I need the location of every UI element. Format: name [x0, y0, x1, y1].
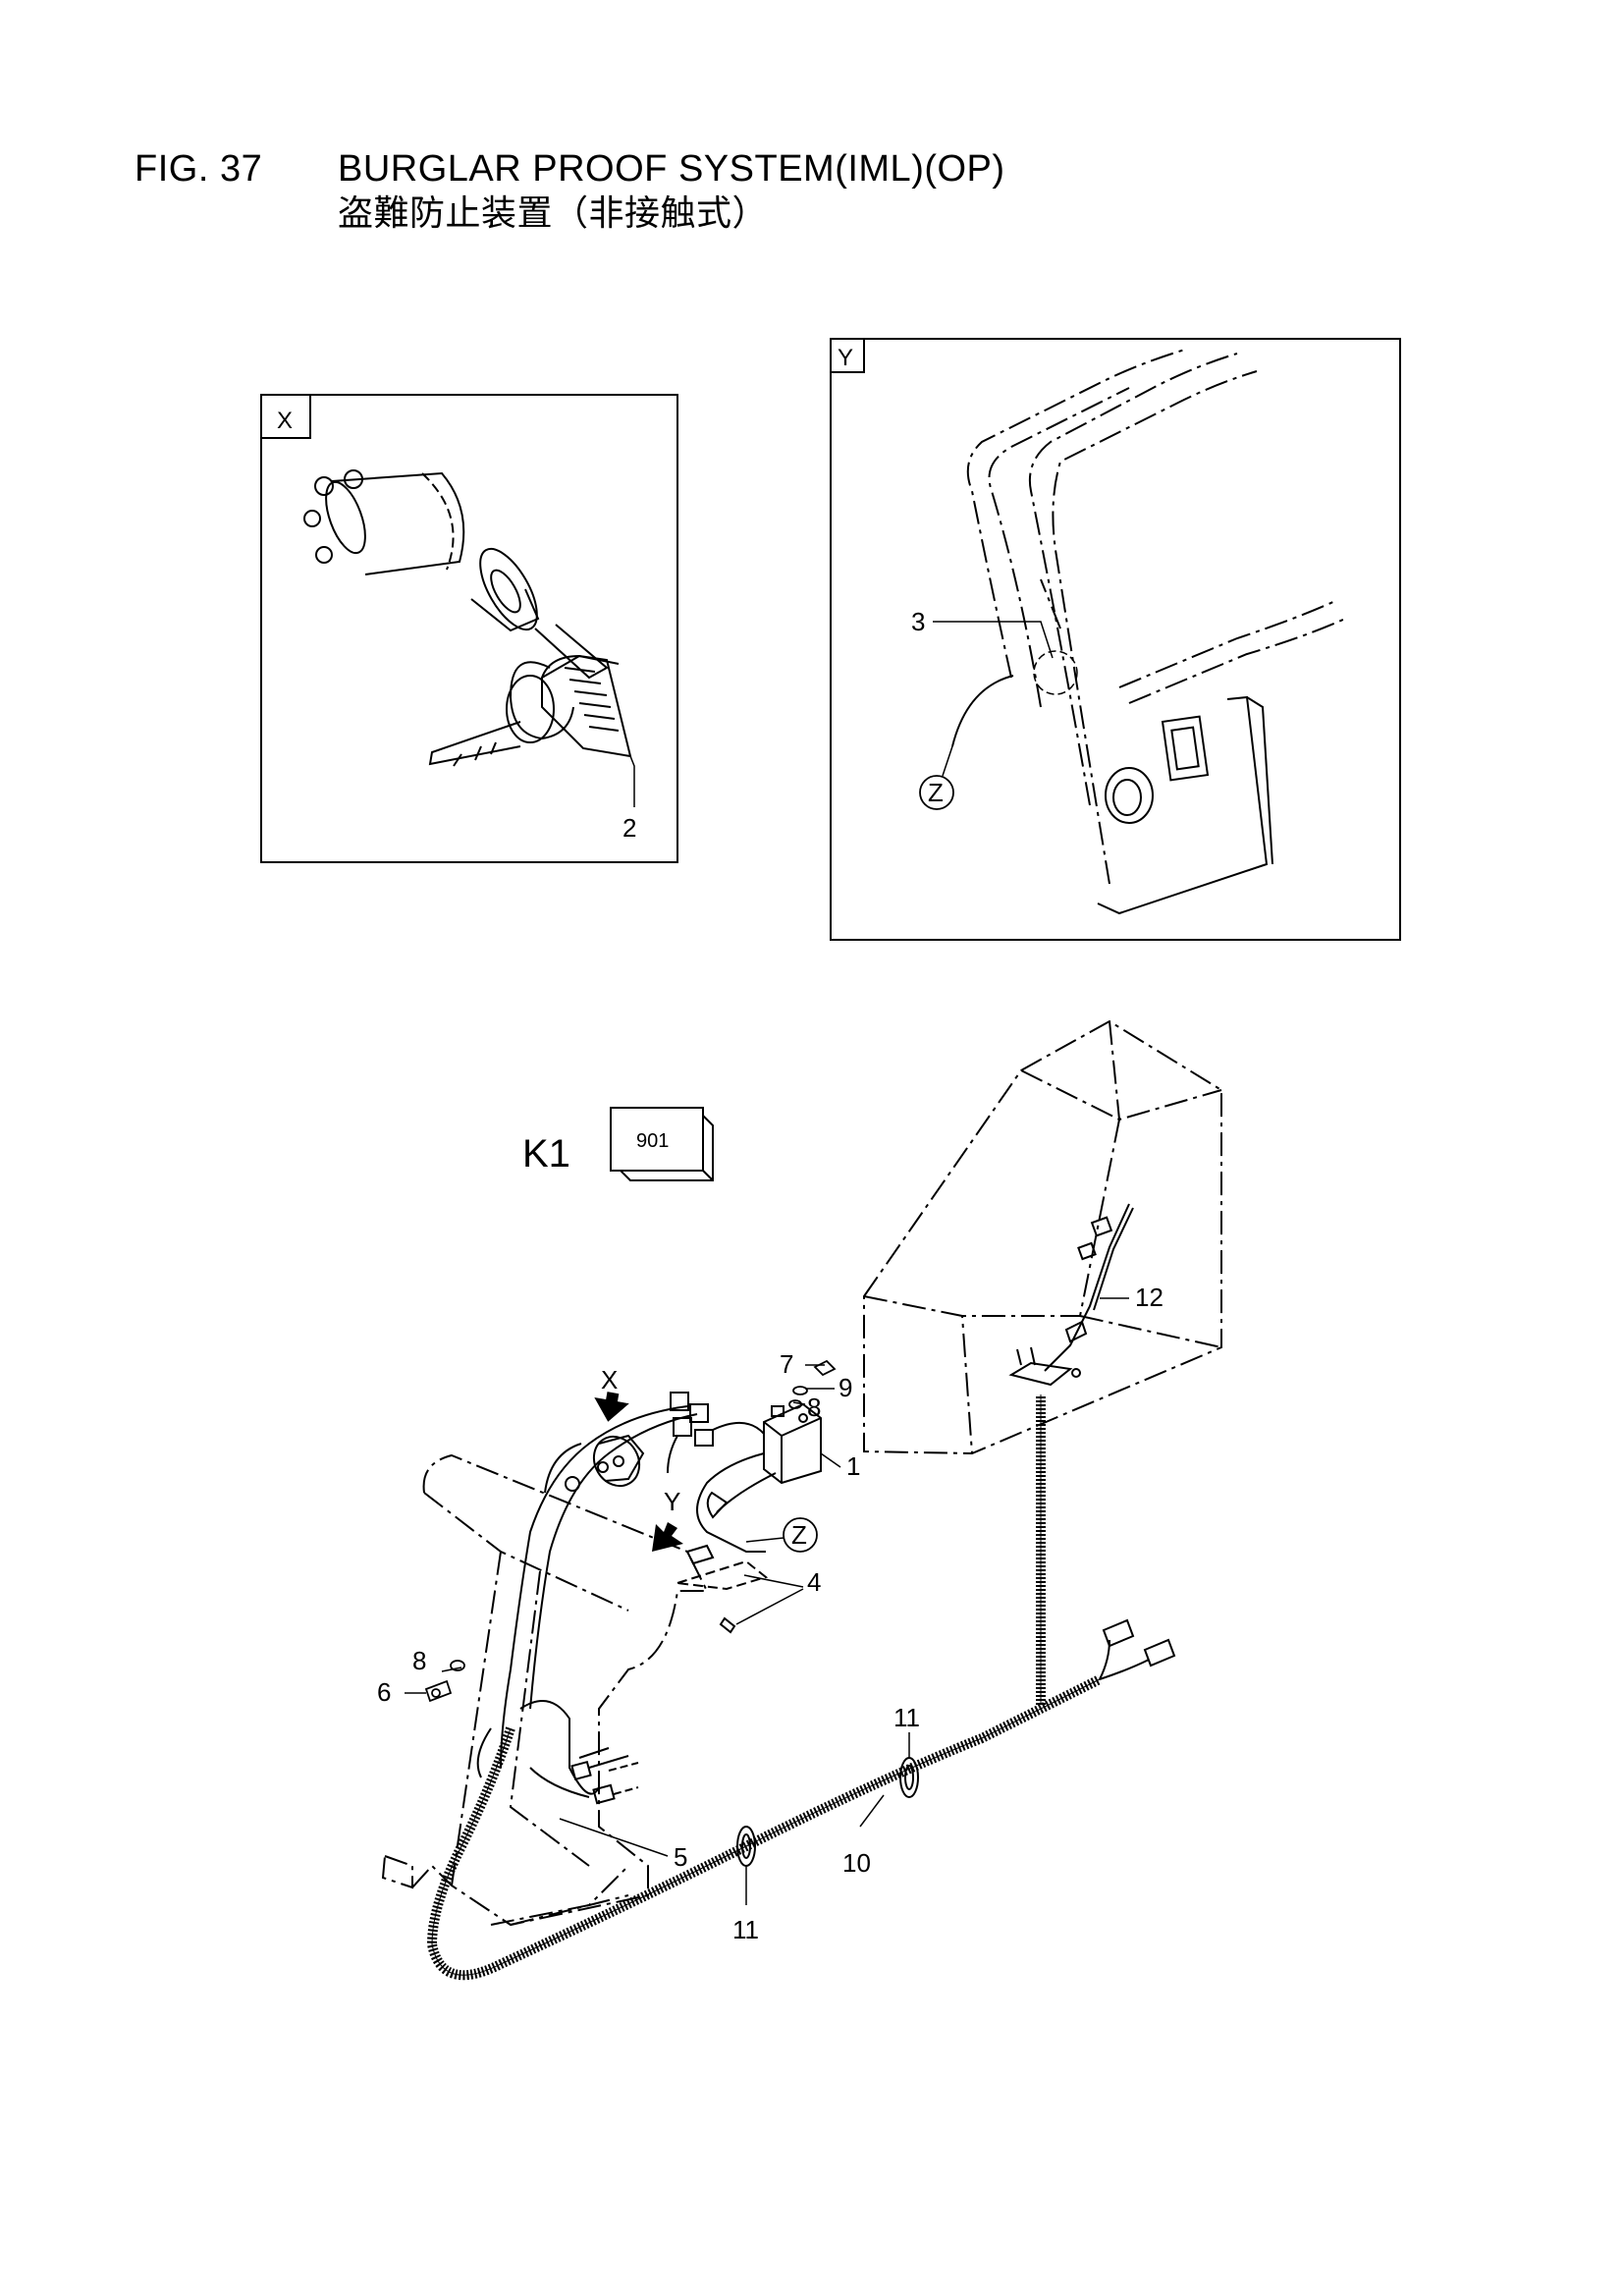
- reference-box-number: 901: [636, 1130, 669, 1152]
- callout-1: 1: [846, 1451, 860, 1481]
- model-code: K1: [522, 1132, 570, 1175]
- console-outline: [381, 1453, 709, 1927]
- callout-12: 12: [1135, 1283, 1163, 1312]
- view-arrow-x: X: [594, 1365, 629, 1422]
- cab-panel-drawing: [966, 348, 1346, 885]
- cab-panel-solid-lines: [1097, 695, 1273, 915]
- key-switch-unit: [592, 1392, 714, 1488]
- figure-title-english: BURGLAR PROOF SYSTEM(IML)(OP): [338, 148, 1005, 190]
- callout-10: 10: [842, 1848, 871, 1878]
- grommets: [736, 1757, 919, 1867]
- fasteners-left: [424, 1660, 465, 1703]
- connector-z-label-detail: Z: [928, 778, 944, 807]
- detail-view-x: X 2: [260, 394, 678, 863]
- figure-number: FIG. 37: [135, 148, 263, 190]
- callout-11-upper: 11: [893, 1703, 920, 1732]
- callout-7: 7: [780, 1349, 793, 1379]
- callout-8-top: 8: [807, 1393, 821, 1422]
- reference-box: 901: [610, 1107, 714, 1181]
- callout-3: 3: [911, 607, 925, 636]
- connector-z-label: Z: [791, 1520, 807, 1550]
- controller-unit: [696, 1402, 822, 1553]
- harness-corrugated-tube: [426, 1394, 1150, 1981]
- view-arrow-y: Y: [652, 1487, 683, 1552]
- bracket: [676, 1544, 769, 1634]
- detail-view-y: Y 3 Z: [830, 338, 1401, 941]
- callout-6: 6: [377, 1677, 391, 1707]
- detail-view-x-label: X: [277, 408, 293, 434]
- ignition-key-switch-drawing: [303, 469, 632, 767]
- callout-5: 5: [674, 1842, 687, 1872]
- callout-4: 4: [807, 1567, 821, 1597]
- harness-end-connectors: [1102, 1618, 1176, 1667]
- callout-8-left: 8: [412, 1646, 426, 1675]
- view-arrow-y-label: Y: [664, 1487, 680, 1516]
- view-arrow-x-label: X: [601, 1365, 618, 1394]
- connector-z-marker-detail: [919, 775, 954, 810]
- figure-title-japanese: 盗難防止装置（非接触式）: [338, 193, 769, 234]
- sub-harness-12: [1008, 1203, 1134, 1387]
- main-view: K1 901: [377, 1019, 1222, 1981]
- callout-9: 9: [839, 1373, 852, 1402]
- console-wiring: [476, 1405, 698, 1805]
- detail-view-y-label: Y: [838, 345, 853, 371]
- callout-2: 2: [622, 813, 636, 843]
- cabinet-outline: [863, 1019, 1222, 1455]
- connector-z-marker: [783, 1517, 818, 1553]
- leader-lines: [405, 1297, 1129, 1905]
- callout-11-lower: 11: [732, 1915, 759, 1944]
